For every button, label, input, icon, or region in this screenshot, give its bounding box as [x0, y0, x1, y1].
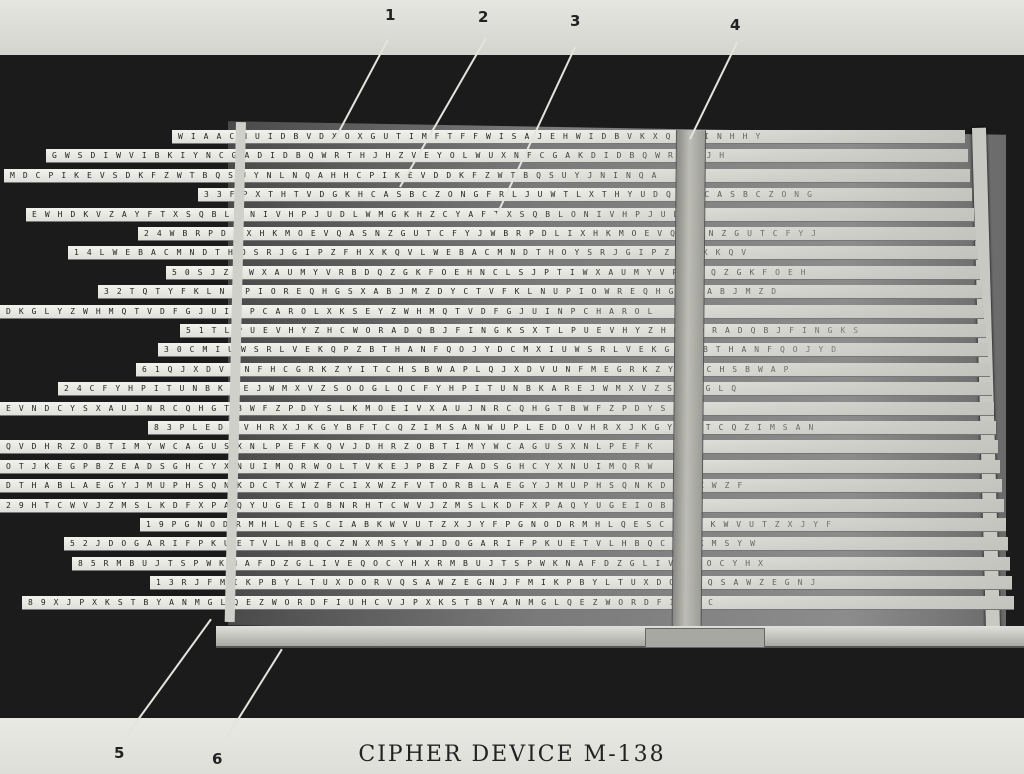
sliding-guide-bar — [671, 130, 706, 631]
strip-shading — [515, 227, 976, 240]
cipher-strip: 8 5 R M B U J T S P W K N A F D Z G L I … — [72, 556, 1010, 571]
strip-shading — [449, 440, 998, 454]
strip-shading — [532, 265, 980, 279]
cipher-strip-letters: 1 9 P G N O D R M H L Q E S C I A B K W … — [146, 520, 833, 529]
cipher-strip-letters: 2 4 W B R P D I X H K M O E V Q A S N Z … — [144, 229, 818, 238]
cipher-strip-letters: 3 2 T Q T Y F K L N U P I O R E Q H G S … — [104, 287, 778, 297]
callout-number-1: 1 — [385, 6, 396, 24]
strip-shading — [494, 556, 1010, 570]
strip-shading — [528, 130, 965, 143]
cipher-strip: 6 1 Q J X D V U N F H C G R K Z Y I T C … — [136, 362, 990, 377]
cipher-strip: 5 0 S J Z I W X A U M Y V R B D Q Z G K … — [166, 265, 980, 280]
strip-shading — [460, 149, 968, 163]
cipher-strip-letters: G W S D I W V I B K I Y N C G A D I D B … — [52, 151, 726, 161]
bottom-border — [0, 718, 1024, 774]
strip-shading — [529, 421, 996, 434]
cipher-strip: 8 3 P L E D O V H R X J K G Y B F T C Q … — [148, 421, 996, 435]
strip-shading — [451, 498, 1004, 512]
cipher-strip-letters: 6 1 Q J X D V U N F H C G R K Z Y I T C … — [142, 364, 791, 374]
cipher-strip: 1 9 P G N O D R M H L Q E S C I A B K W … — [140, 518, 1006, 532]
callout-number-5: 5 — [114, 744, 125, 762]
strip-shading — [488, 537, 1008, 551]
callout-number-4: 4 — [730, 16, 741, 34]
cipher-strip-letters: O T J K E G P B Z E A D S G H C Y X N U … — [6, 461, 655, 471]
strip-shading — [452, 207, 974, 221]
cipher-strip: 2 9 H T C W V J Z M S L K D F X P A Q Y … — [0, 498, 1004, 513]
cipher-strip: 2 4 C F Y H P I T U N B K A E J W M X V … — [58, 382, 992, 397]
cipher-strip-letters: 1 4 L W E B A C M N D T H O S R J G I P … — [74, 248, 748, 258]
cipher-strip-letters: E V N D C Y S X A U J N R C Q H G T B W … — [6, 403, 680, 413]
strip-shading — [468, 595, 1014, 609]
cipher-strip-letters: 5 0 S J Z I W X A U M Y V R B D Q Z G K … — [172, 267, 808, 277]
strip-shading — [537, 576, 1012, 590]
cipher-strip: 8 9 X J P X K S T B Y A N M G L Q E Z W … — [22, 595, 1014, 610]
cipher-strip-letters: 8 5 R M B U J T S P W K N A F D Z G L I … — [78, 558, 765, 568]
cipher-strip: E W H D K V Z A Y F T X S Q B L O N I V … — [26, 207, 974, 222]
photo-caption: CIPHER DEVICE M-138 — [358, 742, 666, 767]
cipher-strip: 3 3 F P X T H T V D G K H C A S B C Z O … — [198, 188, 972, 203]
strip-shading — [542, 324, 986, 337]
cipher-strip: O T J K E G P B Z E A D S G H C Y X N U … — [0, 459, 1000, 474]
cipher-strip-letters: W I A A C H U I D B V D X O X G U T I M … — [178, 132, 762, 141]
cipher-strip: D T H A B L A E G Y J M U P H S Q N K D … — [0, 479, 1002, 494]
strip-shading — [447, 401, 994, 415]
callout-number-3: 3 — [570, 12, 581, 30]
cipher-strip: E V N D C Y S X A U J N R C Q H G T B W … — [0, 401, 994, 416]
cipher-strip: W I A A C H U I D B V D X O X G U T I M … — [172, 130, 965, 144]
strip-shading — [477, 246, 978, 260]
strip-shading — [495, 285, 982, 299]
strip-shading — [520, 362, 990, 376]
cipher-strip: D K G L Y Z W H M Q T V D F G J U I N P … — [0, 304, 984, 319]
strip-shading — [450, 479, 1002, 493]
strip-shading — [442, 304, 984, 318]
strip-shading — [546, 188, 972, 202]
cipher-strip-letters: D K G L Y Z W H M Q T V D F G J U I N P … — [6, 306, 655, 316]
callout-number-2: 2 — [478, 8, 489, 26]
cipher-strip: 2 4 W B R P D I X H K M O E V Q A S N Z … — [138, 227, 976, 241]
cipher-strip-letters: 2 4 C F Y H P I T U N B K A E J W M X V … — [64, 384, 738, 394]
cipher-strip-letters: 5 2 J D O G A R I F P K U E T V L H B Q … — [70, 539, 757, 549]
cipher-strip-letters: 5 1 T L P U E V H Y Z H C W O R A D Q B … — [186, 326, 860, 335]
strip-shading — [450, 459, 1000, 473]
cipher-strip: 1 3 R J F M I K P B Y L T U X D O R V Q … — [150, 576, 1012, 591]
cipher-strip: 5 2 J D O G A R I F P K U E T V L H B Q … — [64, 537, 1008, 552]
callout-number-6: 6 — [212, 750, 223, 768]
cipher-strip: M D C P I K E V S D K F Z W T B Q S U Y … — [4, 168, 970, 183]
strip-shading — [478, 382, 992, 396]
cipher-strip: Q V D H R Z O B T I M Y W C A G U S X N … — [0, 440, 998, 455]
cipher-strip-letters: 8 3 P L E D O V H R X J K G Y B F T C Q … — [154, 423, 815, 432]
cipher-strip: 3 2 T Q T Y F K L N U P I O R E Q H G S … — [98, 285, 982, 300]
cipher-strip-letters: 2 9 H T C W V J Z M S L K D F X P A Q Y … — [6, 500, 693, 510]
frame-bottom-bar — [216, 626, 1024, 648]
top-border — [0, 0, 1024, 60]
cipher-strip-letters: 1 3 R J F M I K P B Y L T U X D O R V Q … — [156, 578, 817, 588]
cipher-strip-letters: 3 3 F P X T H T V D G K H C A S B C Z O … — [204, 190, 814, 200]
strip-shading — [531, 343, 988, 357]
cipher-strip: 1 4 L W E B A C M N D T H O S R J G I P … — [68, 246, 978, 261]
cipher-strip-letters: E W H D K V Z A Y F T X S Q B L O N I V … — [32, 209, 681, 219]
cipher-strip: 5 1 T L P U E V H Y Z H C W O R A D Q B … — [180, 324, 986, 338]
cipher-strip-letters: M D C P I K E V S D K F Z W T B Q S U Y … — [10, 170, 659, 180]
cipher-strip-letters: 8 9 X J P X K S T B Y A N M G L Q E Z W … — [28, 597, 715, 607]
cipher-strip-letters: Q V D H R Z O B T I M Y W C A G U S X N … — [6, 442, 655, 452]
strip-shading — [529, 518, 1006, 531]
cipher-strip-letters: 3 0 C M I U W S R L V E K Q P Z B T H A … — [164, 345, 838, 355]
cipher-strip-letters: D T H A B L A E G Y J M U P H S Q N K D … — [6, 481, 744, 491]
cipher-strip: G W S D I W V I B K I Y N C G A D I D B … — [46, 149, 968, 164]
cipher-strip: 3 0 C M I U W S R L V E K Q P Z B T H A … — [158, 343, 988, 358]
slider-foot — [645, 628, 765, 648]
